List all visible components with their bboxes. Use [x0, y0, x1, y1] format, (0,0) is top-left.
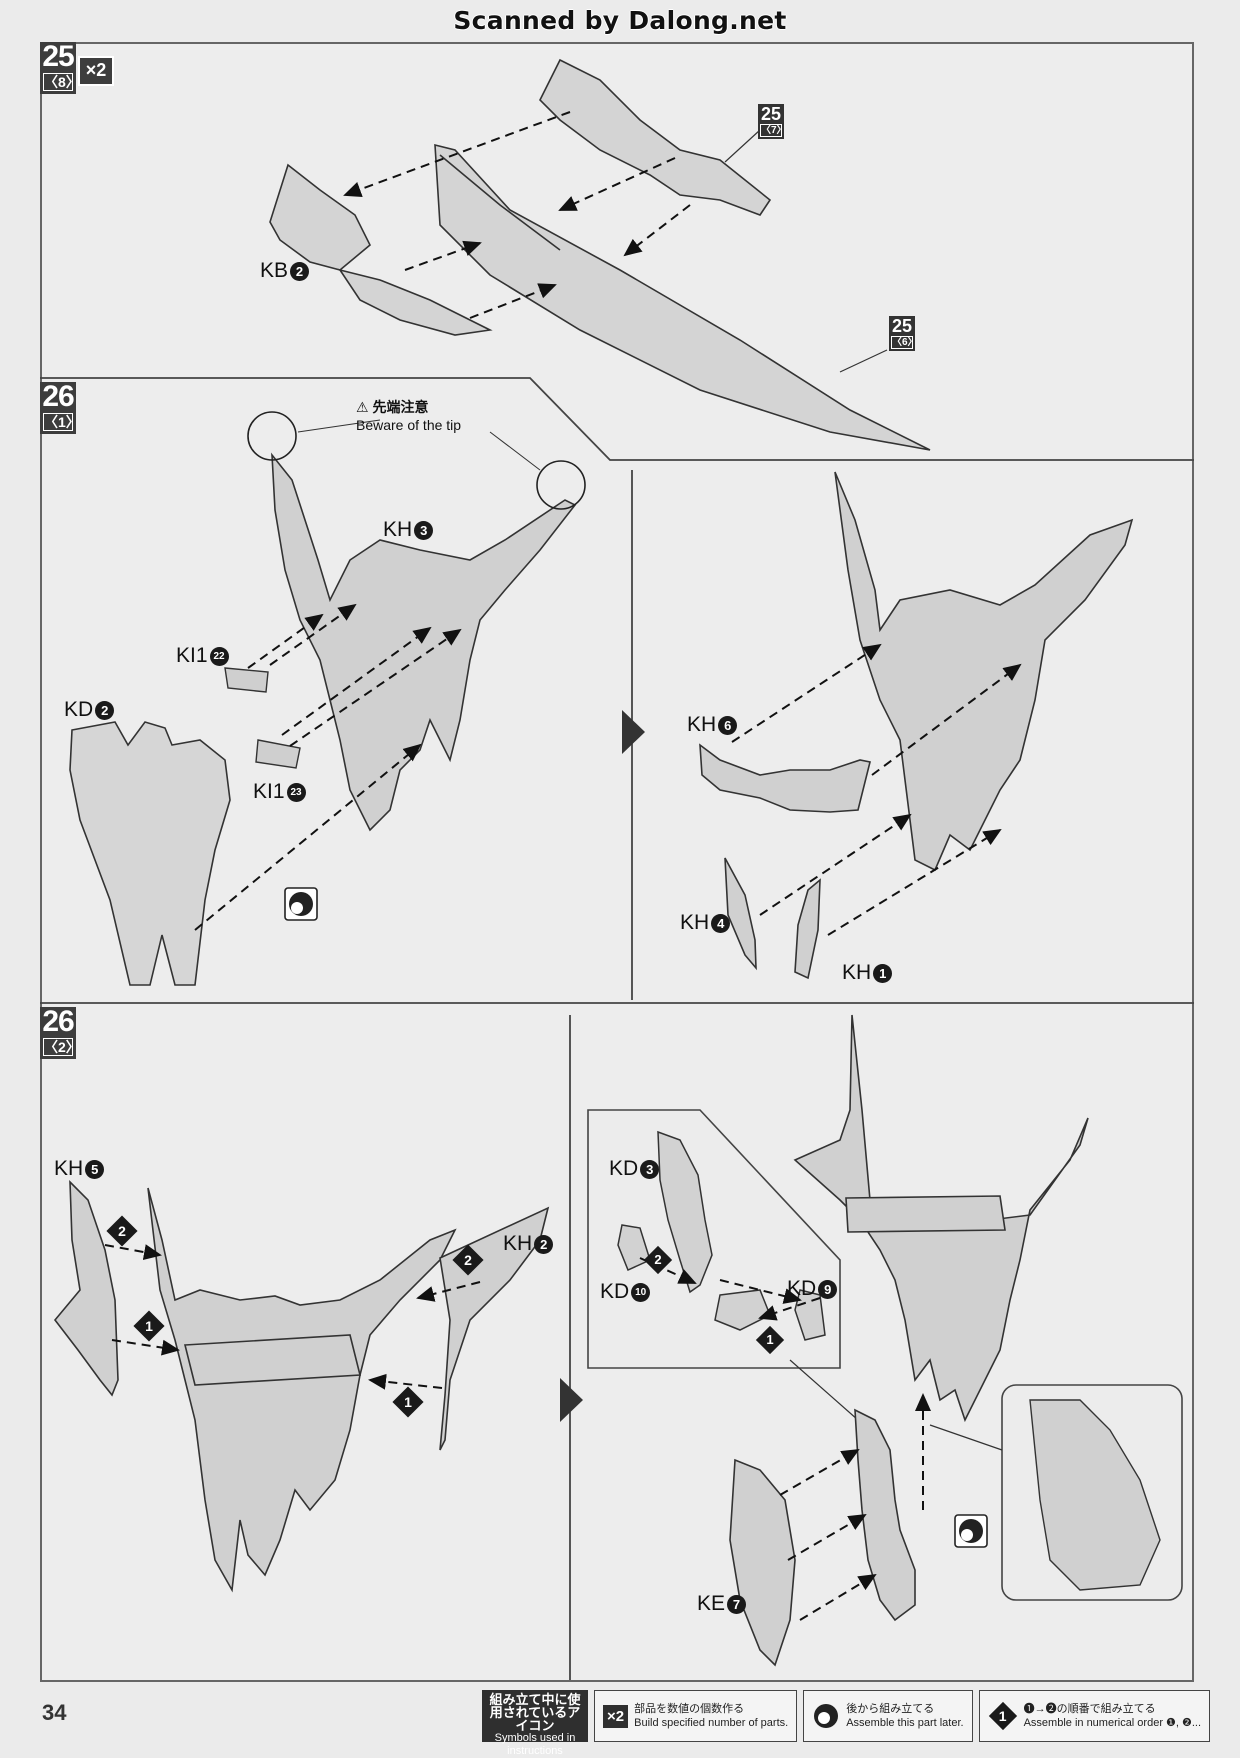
step26-1-right-body — [699, 471, 1134, 980]
step26-1-kd2 — [69, 721, 231, 986]
next-arrow-1 — [622, 710, 645, 754]
later-icon — [812, 1702, 840, 1730]
multiplier-badge: ×2 — [78, 56, 114, 86]
ref-step-25-6: 25 〈6〉 — [889, 316, 918, 351]
step-26-2-badge: 26 〈2〉 — [40, 1007, 80, 1059]
caution-note: ⚠ 先端注意 Beware of the tip — [356, 399, 462, 433]
step26-2-left-arrows — [104, 1244, 481, 1390]
step26-2-right-body — [729, 1014, 1089, 1667]
warning-icon: ⚠ — [356, 399, 369, 415]
step25-wing — [269, 58, 931, 451]
page-number: 34 — [42, 1700, 67, 1725]
step26-1-small-parts — [224, 667, 301, 769]
inset-arrows — [639, 1257, 821, 1321]
step26-1-right-arrows — [731, 643, 1022, 936]
step-26-1-badge: 26 〈1〉 — [40, 382, 80, 434]
step26-1-body — [271, 452, 577, 832]
later-icon-1 — [284, 887, 318, 921]
legend-multiply: ×2 部品を数値の個数作る Build specified number of … — [594, 1690, 798, 1742]
legend-order: 1 ❶→❷の順番で組み立てる Assemble in numerical ord… — [978, 1690, 1211, 1742]
later-icon-2 — [954, 1514, 988, 1548]
inset-pointer — [789, 1359, 859, 1421]
legend-title: 組み立て中に使用されているアイコン Symbols used in instru… — [482, 1690, 588, 1757]
icon-legend: 組み立て中に使用されているアイコン Symbols used in instru… — [482, 1690, 1211, 1757]
caution-circles — [247, 411, 586, 510]
step-25-badge: 25 〈8〉 — [40, 42, 80, 94]
next-arrow-2 — [560, 1378, 583, 1422]
step26-1-left-arrows — [194, 603, 462, 931]
ref-step-25-7: 25 〈7〉 — [758, 104, 787, 139]
legend-later: 後から組み立てる Assemble this part later. — [803, 1690, 973, 1742]
order-icon: 1 — [988, 1701, 1018, 1731]
step26-2-left-body — [53, 1179, 550, 1593]
multiply-icon: ×2 — [603, 1704, 629, 1728]
scanner-credit: Scanned by Dalong.net — [453, 6, 787, 35]
step26-2-right-arrows — [779, 1393, 931, 1621]
inset-parts — [617, 1130, 826, 1341]
step25-arrows — [343, 111, 691, 319]
